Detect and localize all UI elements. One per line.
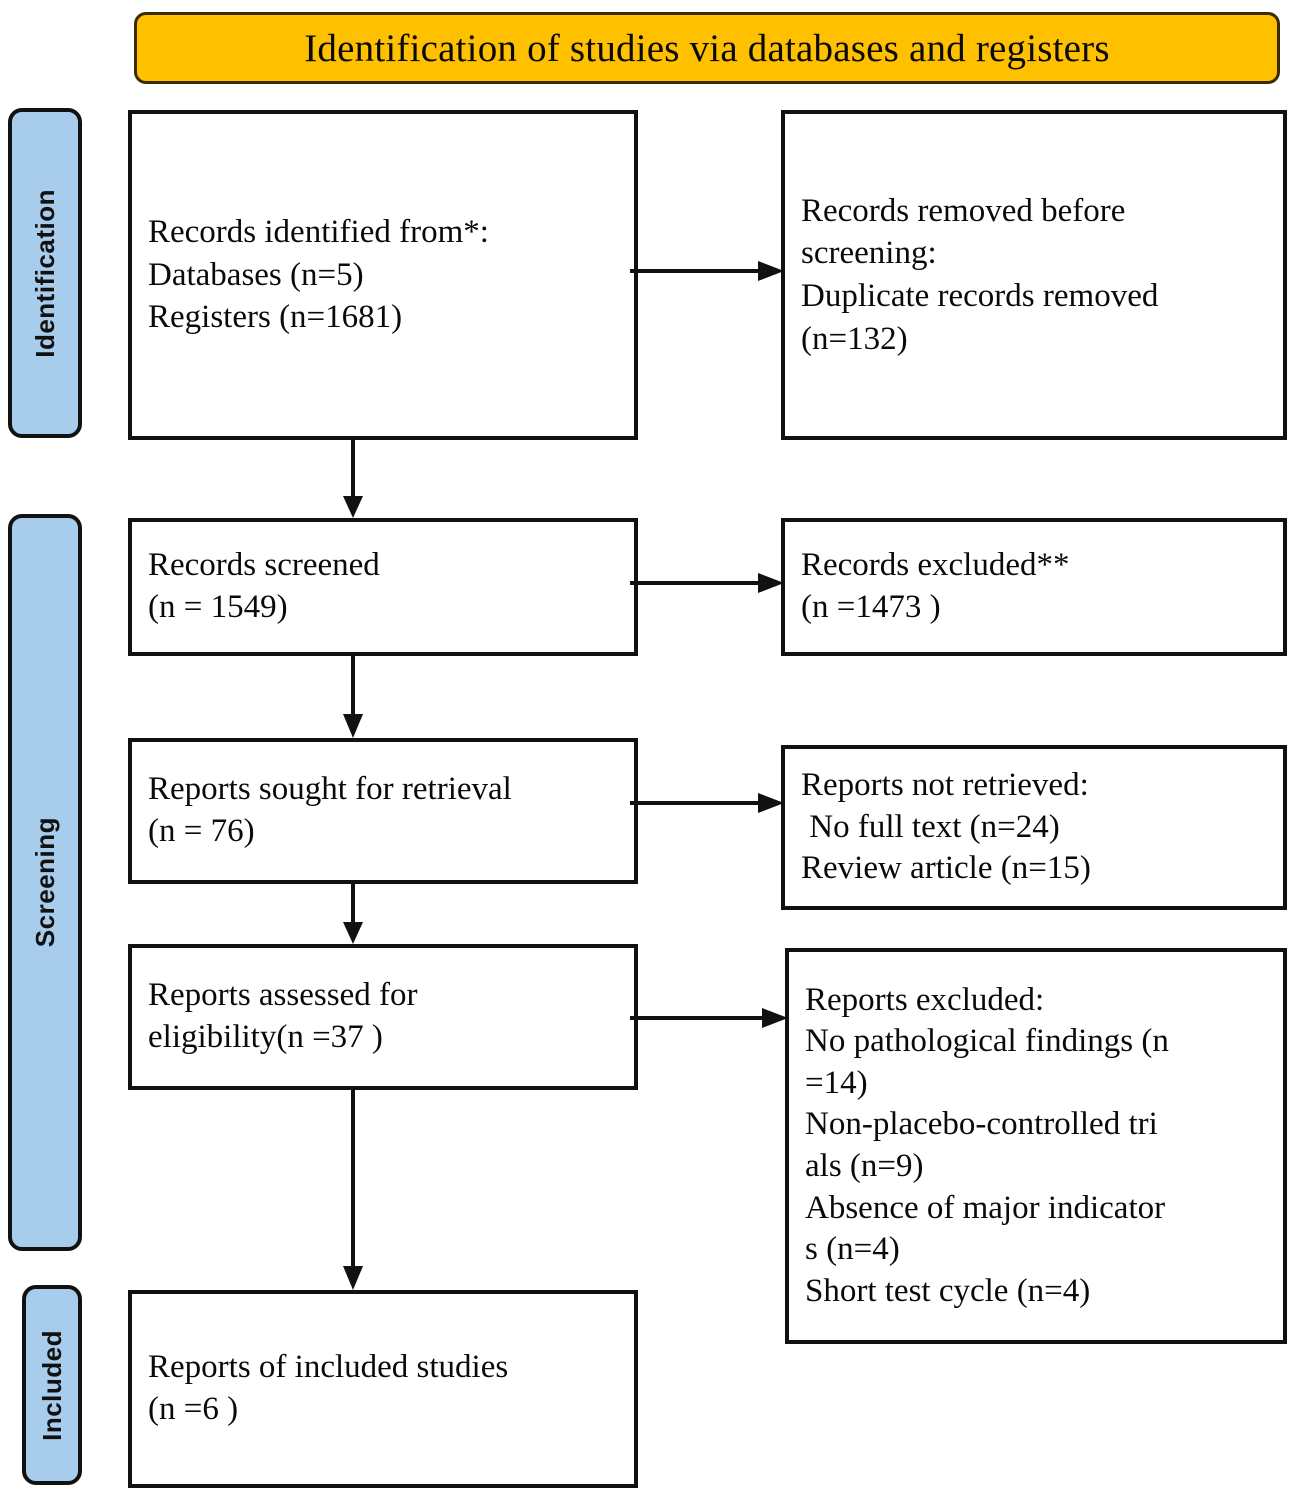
box-text-line: (n = 76) bbox=[148, 813, 255, 849]
box-records-excluded: Records excluded** (n =1473 ) bbox=[781, 518, 1287, 656]
diagram-title: Identification of studies via databases … bbox=[304, 26, 1110, 70]
diagram-title-banner: Identification of studies via databases … bbox=[134, 12, 1280, 84]
box-text-line: (n =1473 ) bbox=[801, 589, 941, 625]
box-reports-excluded: Reports excluded: No pathological findin… bbox=[785, 948, 1287, 1344]
box-reports-of-included-studies: Reports of included studies (n =6 ) bbox=[128, 1290, 638, 1488]
stage-label-included: Included bbox=[36, 1329, 67, 1441]
box-text-line: Reports of included studies bbox=[148, 1349, 509, 1386]
arrow-identified-to-removed bbox=[630, 258, 786, 284]
box-text-line: =14) bbox=[805, 1064, 868, 1101]
box-text-line: Reports assessed for bbox=[148, 977, 418, 1014]
box-records-screened: Records screened (n = 1549) bbox=[128, 518, 638, 656]
stage-label-screening: Screening bbox=[29, 817, 60, 948]
box-reports-not-retrieved: Reports not retrieved: No full text (n=2… bbox=[781, 745, 1287, 910]
box-text-line: s (n=4) bbox=[805, 1231, 900, 1268]
box-text-line: Databases (n=5) bbox=[148, 256, 364, 293]
box-text-line: eligibility(n =37 ) bbox=[148, 1019, 383, 1055]
box-text-line: Review article (n=15) bbox=[801, 850, 1091, 887]
box-text-line: Reports excluded: bbox=[805, 981, 1045, 1018]
arrow-assessed-to-reports-excluded bbox=[630, 1005, 790, 1031]
box-text-line: (n=132) bbox=[801, 320, 908, 357]
stage-label-identification: Identification bbox=[29, 188, 60, 358]
box-reports-sought-for-retrieval: Reports sought for retrieval (n = 76) bbox=[128, 738, 638, 884]
box-text-line: Records excluded** bbox=[801, 547, 1070, 584]
stage-bar-identification: Identification bbox=[8, 108, 82, 438]
box-text-line: Duplicate records removed bbox=[801, 278, 1159, 314]
arrow-screened-to-sought bbox=[340, 656, 368, 740]
box-reports-assessed-for-eligibility: Reports assessed for eligibility(n =37 ) bbox=[128, 944, 638, 1090]
box-text-line: (n =6 ) bbox=[148, 1391, 239, 1427]
box-text-line: Reports sought for retrieval bbox=[148, 771, 512, 808]
arrow-sought-to-not-retrieved bbox=[630, 790, 786, 816]
box-records-removed: Records removed before screening: Duplic… bbox=[781, 110, 1287, 440]
box-text-line: Records removed before bbox=[801, 192, 1126, 229]
box-text-line: Non-placebo-controlled tri bbox=[805, 1106, 1158, 1143]
box-text-line: Records screened bbox=[148, 547, 380, 584]
stage-bar-included: Included bbox=[22, 1285, 82, 1485]
arrow-identified-to-screened bbox=[340, 440, 368, 520]
box-text-line: (n = 1549) bbox=[148, 589, 288, 625]
box-records-identified: Records identified from*: Databases (n=5… bbox=[128, 110, 638, 440]
box-text-line: Registers (n=1681) bbox=[148, 299, 403, 336]
box-text-line: Absence of major indicator bbox=[805, 1189, 1166, 1226]
box-text-line: als (n=9) bbox=[805, 1148, 924, 1184]
box-text-line: screening: bbox=[801, 235, 937, 272]
stage-bar-screening: Screening bbox=[8, 514, 82, 1251]
box-text-line: Reports not retrieved: bbox=[801, 767, 1089, 804]
arrow-assessed-to-included bbox=[340, 1090, 368, 1292]
arrow-sought-to-assessed bbox=[340, 884, 368, 946]
box-text-line: No full text (n=24) bbox=[801, 808, 1060, 845]
box-text-line: No pathological findings (n bbox=[805, 1023, 1169, 1060]
box-text-line: Records identified from*: bbox=[148, 214, 489, 251]
box-text-line: Short test cycle (n=4) bbox=[805, 1272, 1091, 1309]
arrow-screened-to-excluded bbox=[630, 570, 786, 596]
